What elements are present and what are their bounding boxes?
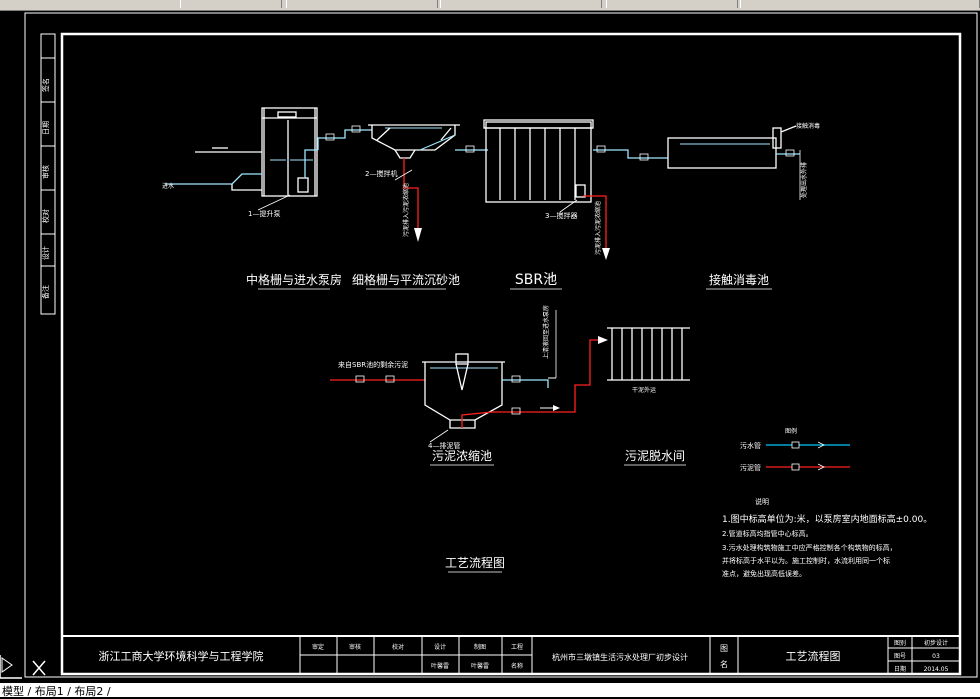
arrow-right (598, 336, 608, 344)
ucs-icon (0, 655, 46, 679)
tb-cell: 2014.05 (924, 666, 949, 673)
tb-cell: 审定 (312, 643, 324, 651)
tb-cell: 审核 (349, 643, 361, 651)
tb-cell: 图号 (894, 653, 906, 660)
legend-sludge-label: 污泥管 (740, 463, 761, 472)
tb-cell: 校对 (392, 643, 404, 651)
tb-cell: 工程 (511, 643, 523, 651)
tb-cell: 图别 (894, 639, 906, 647)
vertical-label: 上清液回至进水泵房 (542, 305, 550, 359)
notes-line: 准点，避免出现高低误差。 (722, 569, 806, 578)
unit-label-dewatering: 污泥脱水间 (625, 448, 685, 463)
outer-frame (24, 12, 978, 678)
sbr-sludge-label: 来自SBR池的剩余污泥 (338, 360, 408, 369)
school-name: 浙江工商大学环境科学与工程学院 (99, 649, 264, 663)
toolbar-segment[interactable] (180, 0, 282, 8)
top-toolbar-strip (0, 0, 980, 11)
pipe-water (502, 379, 549, 388)
toolbar-segment[interactable] (286, 0, 438, 8)
unit-label-grit: 细格栅与平流沉砂池 (352, 272, 460, 287)
unit-label-thickener: 污泥浓缩池 (432, 448, 492, 463)
dewatering-room (607, 327, 690, 381)
toolbar-segment[interactable] (740, 0, 980, 8)
tb-cell: 名称 (511, 662, 523, 670)
tb-cell: 制图 (474, 643, 486, 651)
disinfect-label: 接触消毒 (796, 122, 820, 130)
tb-cell: 叶馨雷 (471, 662, 489, 670)
tb-cell: 叶馨雷 (431, 662, 449, 670)
pipe-water (317, 129, 372, 150)
tb-cell: 设计 (434, 643, 446, 651)
layout-tabs-bar[interactable]: 模型 / 布局1 / 布局2 / (0, 683, 980, 698)
notes-title: 说明 (755, 497, 769, 506)
tag-agitator: 2—搅拌机 (365, 169, 397, 178)
grit-chamber (368, 124, 460, 159)
unit-label-pump-house: 中格栅与进水泵房 (246, 272, 342, 287)
tb-cell: 图 (720, 644, 728, 653)
sludge-thickener (422, 353, 505, 429)
pump-house (165, 107, 318, 197)
pipe-sludge (461, 339, 602, 428)
tb-cell: 名 (720, 659, 728, 669)
layout-tabs[interactable]: 模型 / 布局1 / 布局2 / (2, 685, 111, 698)
legend: 图例 污水管 污泥管 (740, 427, 850, 472)
tb-cell: 日期 (894, 665, 906, 673)
inlet-label: 进水 (162, 182, 174, 190)
vertical-label: 处理出水外排 (800, 162, 808, 198)
toolbar-segment[interactable] (606, 0, 738, 8)
tb-cell: 初步设计 (924, 639, 948, 647)
strip-label: 日期 (42, 121, 50, 135)
legend-water-label: 污水管 (740, 441, 761, 450)
tag-pump: 1—提升泵 (248, 209, 280, 218)
title-block (62, 635, 960, 674)
tb-cell: 03 (932, 653, 940, 660)
dewater-label: 干泥外运 (632, 386, 656, 394)
notes-line: 2.管道标高均指管中心标高。 (722, 529, 813, 538)
notes-line: 并将标高于水平以为。施工控制时，水流利用同一个标 (722, 556, 890, 565)
unit-label-sbr: SBR池 (515, 272, 557, 288)
vertical-label: 污泥排入污泥浓缩池 (402, 183, 410, 237)
arrow-down (602, 248, 610, 260)
strip-label: 审核 (41, 165, 50, 179)
strip-label: 校对 (41, 209, 50, 223)
pipe-sludge (403, 158, 419, 235)
legend-title: 图例 (785, 427, 797, 435)
strip-label: 备注 (41, 285, 50, 299)
pipe-water (593, 149, 668, 159)
cad-drawing-canvas[interactable]: 签名 日期 审核 校对 设计 备注 进水 1—提升泵 (0, 10, 980, 683)
strip-label: 签名 (41, 78, 50, 92)
drawing-name: 工艺流程图 (786, 649, 841, 663)
tag-drain: 4—排泥管 (428, 441, 460, 450)
left-sign-strip: 签名 日期 审核 校对 设计 备注 (40, 33, 56, 315)
arrow-down (414, 228, 422, 242)
sbr-tank (483, 119, 594, 203)
diagram-title: 工艺流程图 (445, 555, 505, 570)
unit-label-contact: 接触消毒池 (709, 272, 769, 287)
notes-line: 1.图中标高单位为:米，以泵房室内地面标高±0.00。 (722, 513, 932, 525)
strip-label: 设计 (41, 246, 50, 260)
design-notes: 说明 1.图中标高单位为:米，以泵房室内地面标高±0.00。 2.管道标高均指管… (722, 497, 932, 578)
project-name: 杭州市三墩镇生活污水处理厂初步设计 (552, 652, 688, 662)
toolbar-segment[interactable] (440, 0, 602, 8)
inner-frame (60, 32, 962, 676)
contact-tank (667, 125, 797, 169)
notes-line: 3.污水处理构筑物施工中应严格控制各个构筑物的标高， (722, 543, 897, 552)
vertical-label: 污泥排入污泥浓缩池 (594, 201, 602, 255)
pipe-sludge (583, 195, 607, 250)
tag-mixer: 3—搅拌器 (545, 211, 577, 220)
